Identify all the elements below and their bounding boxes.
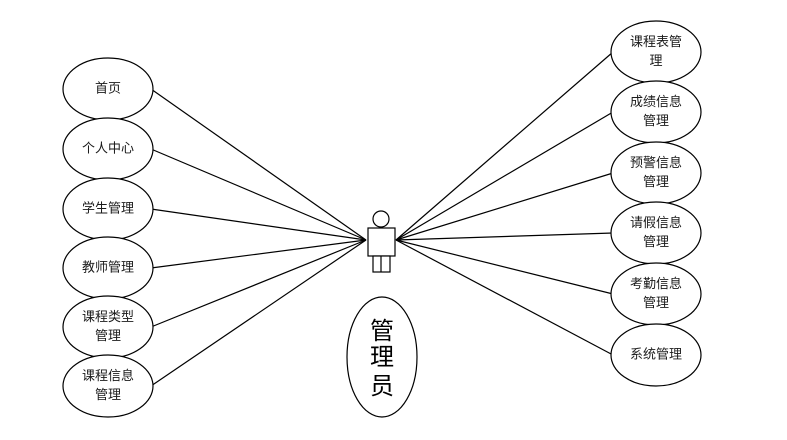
actor-figure — [367, 210, 396, 273]
use-case-ellipse — [62, 354, 154, 418]
use-case-label: 课程表管 — [630, 35, 682, 50]
use-case-label: 教师管理 — [82, 260, 134, 276]
use-case-ellipse — [610, 262, 702, 326]
actor-label-ellipse — [346, 296, 418, 418]
actor-body — [367, 227, 396, 257]
use-case-left-4: 教师管理 — [62, 236, 154, 300]
use-case-label: 首页 — [95, 82, 121, 97]
use-case-label: 管理 — [643, 296, 669, 311]
use-case-label: 考勤信息 — [630, 276, 682, 292]
use-case-ellipse — [62, 295, 154, 359]
use-case-ellipse — [610, 201, 702, 265]
use-case-ellipse — [610, 80, 702, 144]
use-case-label: 管理 — [643, 235, 669, 250]
use-case-left-2: 个人中心 — [62, 117, 154, 181]
association-line-right-2 — [395, 111, 614, 241]
actor-label: 管 理 员 — [346, 296, 418, 418]
use-case-label: 管理 — [643, 175, 669, 190]
use-case-left-3: 学生管理 — [62, 177, 154, 241]
use-case-label: 个人中心 — [82, 142, 134, 157]
association-line-right-1 — [395, 51, 614, 241]
use-case-label: 管理 — [643, 114, 669, 129]
use-case-label: 请假信息 — [630, 215, 682, 231]
association-line-right-5 — [395, 239, 614, 295]
use-case-label: 理 — [649, 54, 662, 69]
association-line-right-3 — [395, 172, 614, 241]
association-line-left-3 — [150, 208, 367, 241]
association-line-right-6 — [395, 239, 614, 356]
use-case-label: 课程类型 — [82, 310, 134, 325]
use-case-label: 管理 — [95, 388, 121, 403]
use-case-ellipse — [610, 141, 702, 205]
use-case-label: 管理 — [95, 329, 121, 344]
association-lines — [150, 51, 614, 387]
use-case-label: 系统管理 — [630, 348, 682, 363]
use-case-label: 成绩信息 — [630, 94, 682, 110]
actor-label-line-3: 员 — [370, 372, 394, 400]
actor-label-line-1: 管 — [370, 317, 394, 345]
association-line-left-4 — [150, 239, 367, 269]
use-case-label: 预警信息 — [630, 155, 682, 171]
use-case-right-6: 系统管理 — [610, 323, 702, 387]
use-case-left-1: 首页 — [62, 57, 154, 121]
association-line-left-6 — [150, 239, 367, 387]
association-line-left-5 — [150, 239, 367, 328]
use-case-ellipse — [610, 20, 702, 84]
actor-label-line-2: 理 — [370, 343, 394, 371]
association-line-right-4 — [395, 232, 614, 241]
use-case-ellipse — [610, 323, 702, 387]
use-case-label: 课程信息 — [82, 368, 134, 384]
actor-head — [372, 210, 390, 228]
use-case-label: 学生管理 — [82, 201, 134, 217]
association-line-left-2 — [150, 148, 367, 241]
association-line-left-1 — [150, 88, 367, 241]
